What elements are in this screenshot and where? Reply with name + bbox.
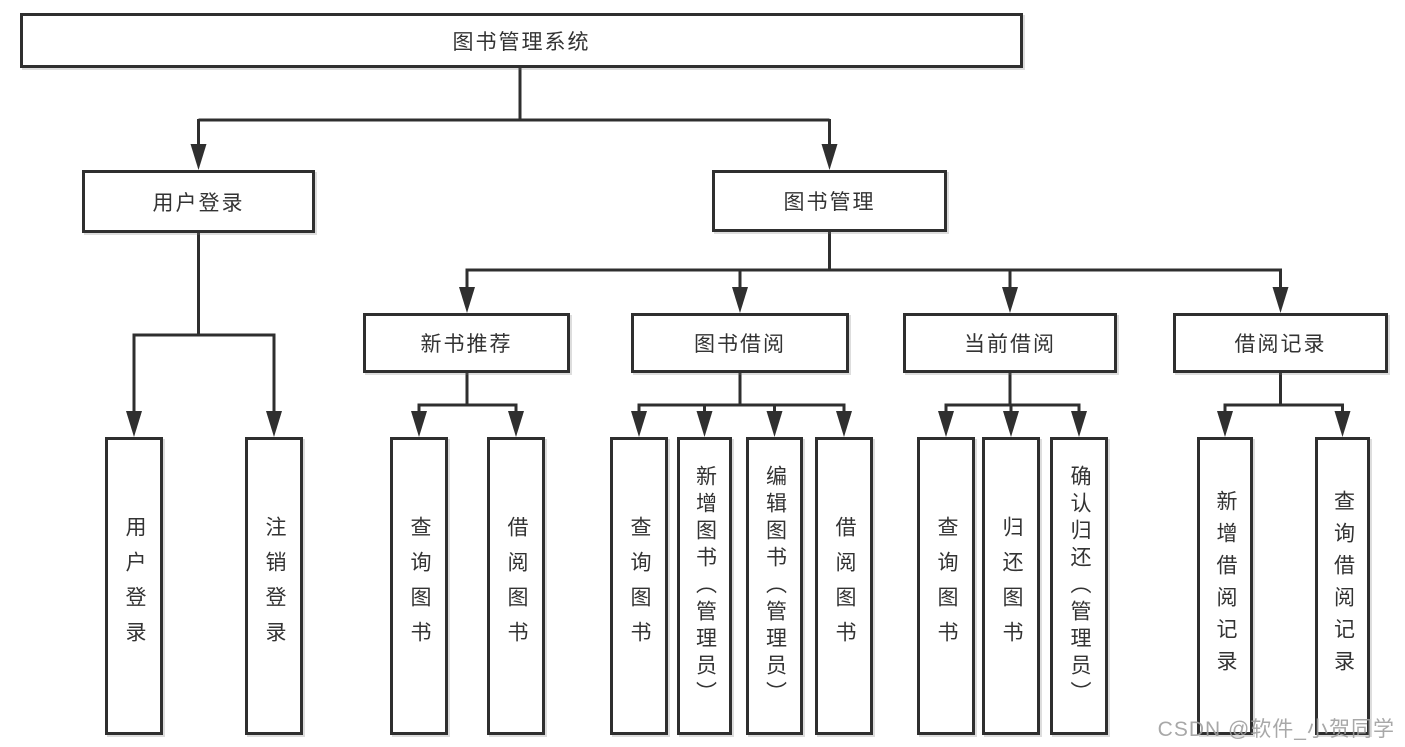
node-label: 查询图书 <box>628 516 651 656</box>
node-label: 编辑图书（管理员） <box>763 464 787 708</box>
connector-borrow-records-branch <box>1217 373 1351 437</box>
leaf-edit-book-admin: 编辑图书（管理员） <box>746 437 803 735</box>
node-label: 借阅记录 <box>1234 333 1327 356</box>
node-label: 图书管理系统 <box>452 30 591 54</box>
node-user-login: 用户登录 <box>82 170 315 233</box>
node-book-management: 图书管理 <box>712 170 947 232</box>
node-label: 新增借阅记录 <box>1214 490 1237 682</box>
connector-book-management-branch <box>459 232 1289 313</box>
node-label: 借阅图书 <box>505 516 528 656</box>
node-label: 查询图书 <box>408 516 431 656</box>
node-label: 图书管理 <box>783 191 876 214</box>
connector-book-borrow-branch <box>631 373 852 437</box>
node-label: 用户登录 <box>152 191 245 215</box>
node-current-borrow: 当前借阅 <box>903 313 1117 373</box>
node-new-book-recommend: 新书推荐 <box>363 313 570 373</box>
leaf-query-books-borrow: 查询图书 <box>610 437 668 735</box>
connector-root-to-level2 <box>190 68 838 170</box>
node-root-library-system: 图书管理系统 <box>20 13 1023 68</box>
csdn-watermark: CSDN @软件_小贺同学 <box>1157 718 1395 741</box>
leaf-borrow-books: 借阅图书 <box>815 437 873 735</box>
node-label: 新增图书（管理员） <box>693 464 717 708</box>
node-label: 归还图书 <box>1000 516 1023 656</box>
node-label: 查询借阅记录 <box>1331 490 1355 682</box>
leaf-query-books-recommend: 查询图书 <box>390 437 448 735</box>
node-label: 查询图书 <box>935 516 958 656</box>
leaf-confirm-return-admin: 确认归还（管理员） <box>1050 437 1108 735</box>
node-label: 新书推荐 <box>420 333 513 356</box>
leaf-return-book: 归还图书 <box>982 437 1040 735</box>
node-book-borrow: 图书借阅 <box>631 313 849 373</box>
leaf-add-book-admin: 新增图书（管理员） <box>677 437 732 735</box>
connector-new-book-branch <box>411 373 524 437</box>
node-label: 确认归还（管理员） <box>1068 464 1091 708</box>
node-label: 注销登录 <box>263 516 286 656</box>
node-label: 用户登录 <box>123 516 146 656</box>
node-borrow-records: 借阅记录 <box>1173 313 1388 373</box>
leaf-logout: 注销登录 <box>245 437 303 735</box>
leaf-user-login: 用户登录 <box>105 437 163 735</box>
connector-current-borrow-branch <box>938 373 1087 437</box>
node-label: 当前借阅 <box>964 333 1056 356</box>
leaf-borrow-books-recommend: 借阅图书 <box>487 437 545 735</box>
leaf-query-borrow-record: 查询借阅记录 <box>1315 437 1370 735</box>
node-label: 借阅图书 <box>833 516 856 656</box>
connector-user-login-branch <box>126 233 282 437</box>
leaf-query-books-current: 查询图书 <box>917 437 975 735</box>
leaf-add-borrow-record: 新增借阅记录 <box>1197 437 1253 735</box>
node-label: 图书借阅 <box>694 333 786 356</box>
